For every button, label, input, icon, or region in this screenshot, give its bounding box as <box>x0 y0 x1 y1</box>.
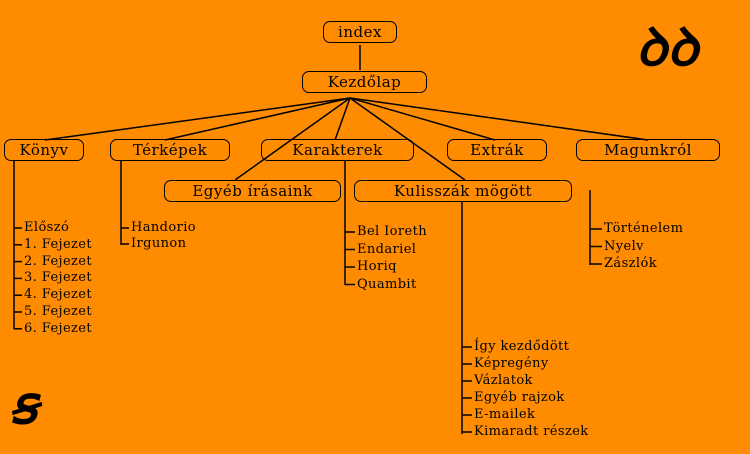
konyv-item[interactable]: 4. Fejezet <box>24 287 93 303</box>
kulisszak-item[interactable]: E-mailek <box>474 407 536 422</box>
karakterek-item[interactable]: Endariel <box>357 241 417 257</box>
node-konyv[interactable]: Könyv <box>4 139 84 161</box>
node-kulisszak[interactable]: Kulisszák mögött <box>354 180 572 202</box>
konyv-item[interactable]: Előszó <box>24 220 70 235</box>
konyv-item[interactable]: 3. Fejezet <box>24 270 93 286</box>
karakterek-item[interactable]: Bel Ioreth <box>357 224 428 239</box>
karakterek-item[interactable]: Quambit <box>357 276 417 292</box>
node-index[interactable]: index <box>323 21 397 43</box>
bottom-left-logo: ꞩ <box>10 375 38 436</box>
kulisszak-item[interactable]: Így kezdődött <box>474 339 570 354</box>
extrak-item[interactable]: Történelem <box>604 221 684 236</box>
konyv-item[interactable]: 6. Fejezet <box>24 320 93 336</box>
konyv-item[interactable]: 2. Fejezet <box>24 253 93 269</box>
karakterek-item[interactable]: Horiq <box>357 259 397 274</box>
node-terkepek[interactable]: Térképek <box>110 139 230 161</box>
node-home[interactable]: Kezdőlap <box>302 71 427 93</box>
kulisszak-item[interactable]: Kimaradt részek <box>474 424 589 439</box>
extrak-item[interactable]: Nyelv <box>604 238 644 254</box>
node-magunkrol[interactable]: Magunkról <box>576 139 720 161</box>
node-extrak[interactable]: Extrák <box>447 139 547 161</box>
kulisszak-item[interactable]: Vázlatok <box>474 373 533 388</box>
node-egyeb-irasaink[interactable]: Egyéb írásaink <box>164 180 341 202</box>
terkepek-item[interactable]: Handorio <box>131 220 197 235</box>
konyv-item[interactable]: 5. Fejezet <box>24 304 93 319</box>
terkepek-item[interactable]: Irgunon <box>131 236 187 251</box>
kulisszak-item[interactable]: Képregény <box>474 356 549 371</box>
extrak-item[interactable]: Zászlók <box>604 256 657 271</box>
node-karakterek[interactable]: Karakterek <box>261 139 414 161</box>
kulisszak-item[interactable]: Egyéb rajzok <box>474 390 565 405</box>
top-right-logo: ꝺꝺ <box>636 17 699 78</box>
konyv-item[interactable]: 1. Fejezet <box>24 236 93 252</box>
